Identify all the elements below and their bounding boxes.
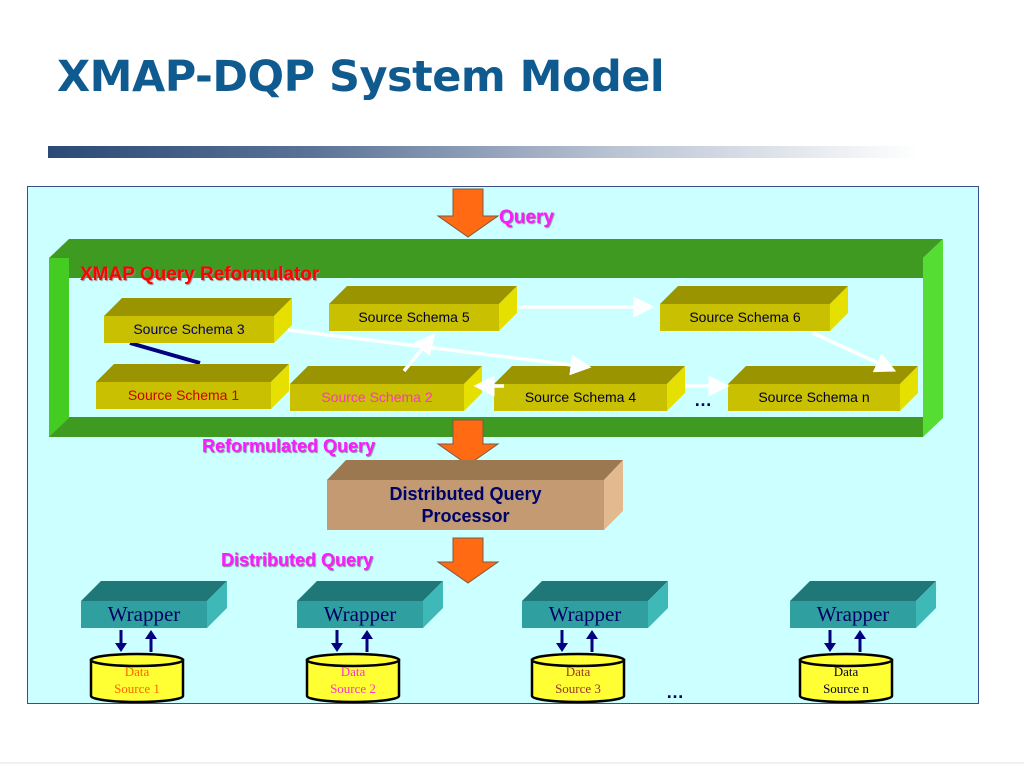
dqp-label-line1: Distributed Query	[389, 484, 542, 504]
wrapper-io-arrows-3	[556, 630, 598, 652]
data-source-cylinder-2	[305, 652, 401, 704]
reformulated-query-arrow	[436, 419, 500, 466]
wrapper-box-3	[522, 581, 668, 628]
wrapper-label-2: Wrapper	[323, 602, 397, 626]
query-arrow	[436, 188, 500, 238]
data-source-line1: Data	[833, 664, 859, 679]
data-source-line2: Source 1	[114, 681, 160, 696]
schema-label-s5: Source Schema 5	[358, 309, 470, 325]
schema-box-s1	[96, 364, 289, 409]
footer-rule	[0, 762, 1024, 764]
schema-box-s4	[494, 366, 685, 411]
slide-title: XMAP-DQP System Model	[57, 52, 665, 102]
source-ellipsis: …	[666, 682, 684, 702]
data-source-line2: Source n	[823, 681, 869, 696]
data-source-line1: Data	[124, 664, 150, 679]
schema-label-sn: Source Schema n	[758, 389, 870, 405]
dqp-label: Distributed Query Processor	[327, 483, 604, 527]
wrapper-io-arrows-4	[824, 630, 866, 652]
wrapper-label-1: Wrapper	[107, 602, 181, 626]
schema-label-s3: Source Schema 3	[133, 321, 245, 337]
schema-box-s3	[104, 298, 292, 343]
schema-box-s2	[290, 366, 482, 411]
reformulated-query-label: Reformulated Query	[202, 436, 376, 456]
schema-label-s2: Source Schema 2	[321, 389, 433, 405]
edge-s6-sn	[812, 331, 897, 373]
mapping-edges	[287, 296, 897, 397]
query-label: Query	[499, 207, 554, 228]
data-source-cylinder-4	[798, 652, 894, 704]
wrapper-io-arrows-1	[115, 630, 157, 652]
reformulator-label: XMAP Query Reformulator	[80, 264, 320, 285]
schema-label-s6: Source Schema 6	[689, 309, 801, 325]
distributed-query-label: Distributed Query	[221, 550, 374, 570]
data-source-line2: Source 3	[555, 681, 601, 696]
wrapper-box-1	[81, 581, 227, 628]
dqp-box	[327, 460, 623, 530]
data-source-line1: Data	[565, 664, 591, 679]
data-source-cylinder-3	[530, 652, 626, 704]
title-underline	[48, 146, 918, 158]
flow-arrows	[436, 188, 500, 584]
distributed-query-arrow	[436, 537, 500, 584]
dqp-label-line2: Processor	[421, 506, 510, 526]
schema-box-s5	[329, 286, 517, 331]
wrapper-io-arrows-2	[331, 630, 373, 652]
edge-s3-s4	[287, 328, 592, 376]
schema-ellipsis: …	[694, 390, 712, 410]
wrapper-box-4	[790, 581, 936, 628]
schema-box-s6	[660, 286, 848, 331]
edge-s1-s3	[129, 341, 201, 365]
schema-label-s4: Source Schema 4	[524, 389, 637, 405]
wrapper-label-3: Wrapper	[548, 602, 622, 626]
schema-label-s1: Source Schema 1	[127, 387, 240, 403]
schema-box-sn	[728, 366, 918, 411]
data-source-cylinder-1	[89, 652, 185, 704]
edge-s2-s5	[402, 333, 436, 373]
data-source-line2: Source 2	[330, 681, 376, 696]
wrapper-box-2	[297, 581, 443, 628]
wrapper-label-4: Wrapper	[816, 602, 890, 626]
data-source-line1: Data	[340, 664, 366, 679]
